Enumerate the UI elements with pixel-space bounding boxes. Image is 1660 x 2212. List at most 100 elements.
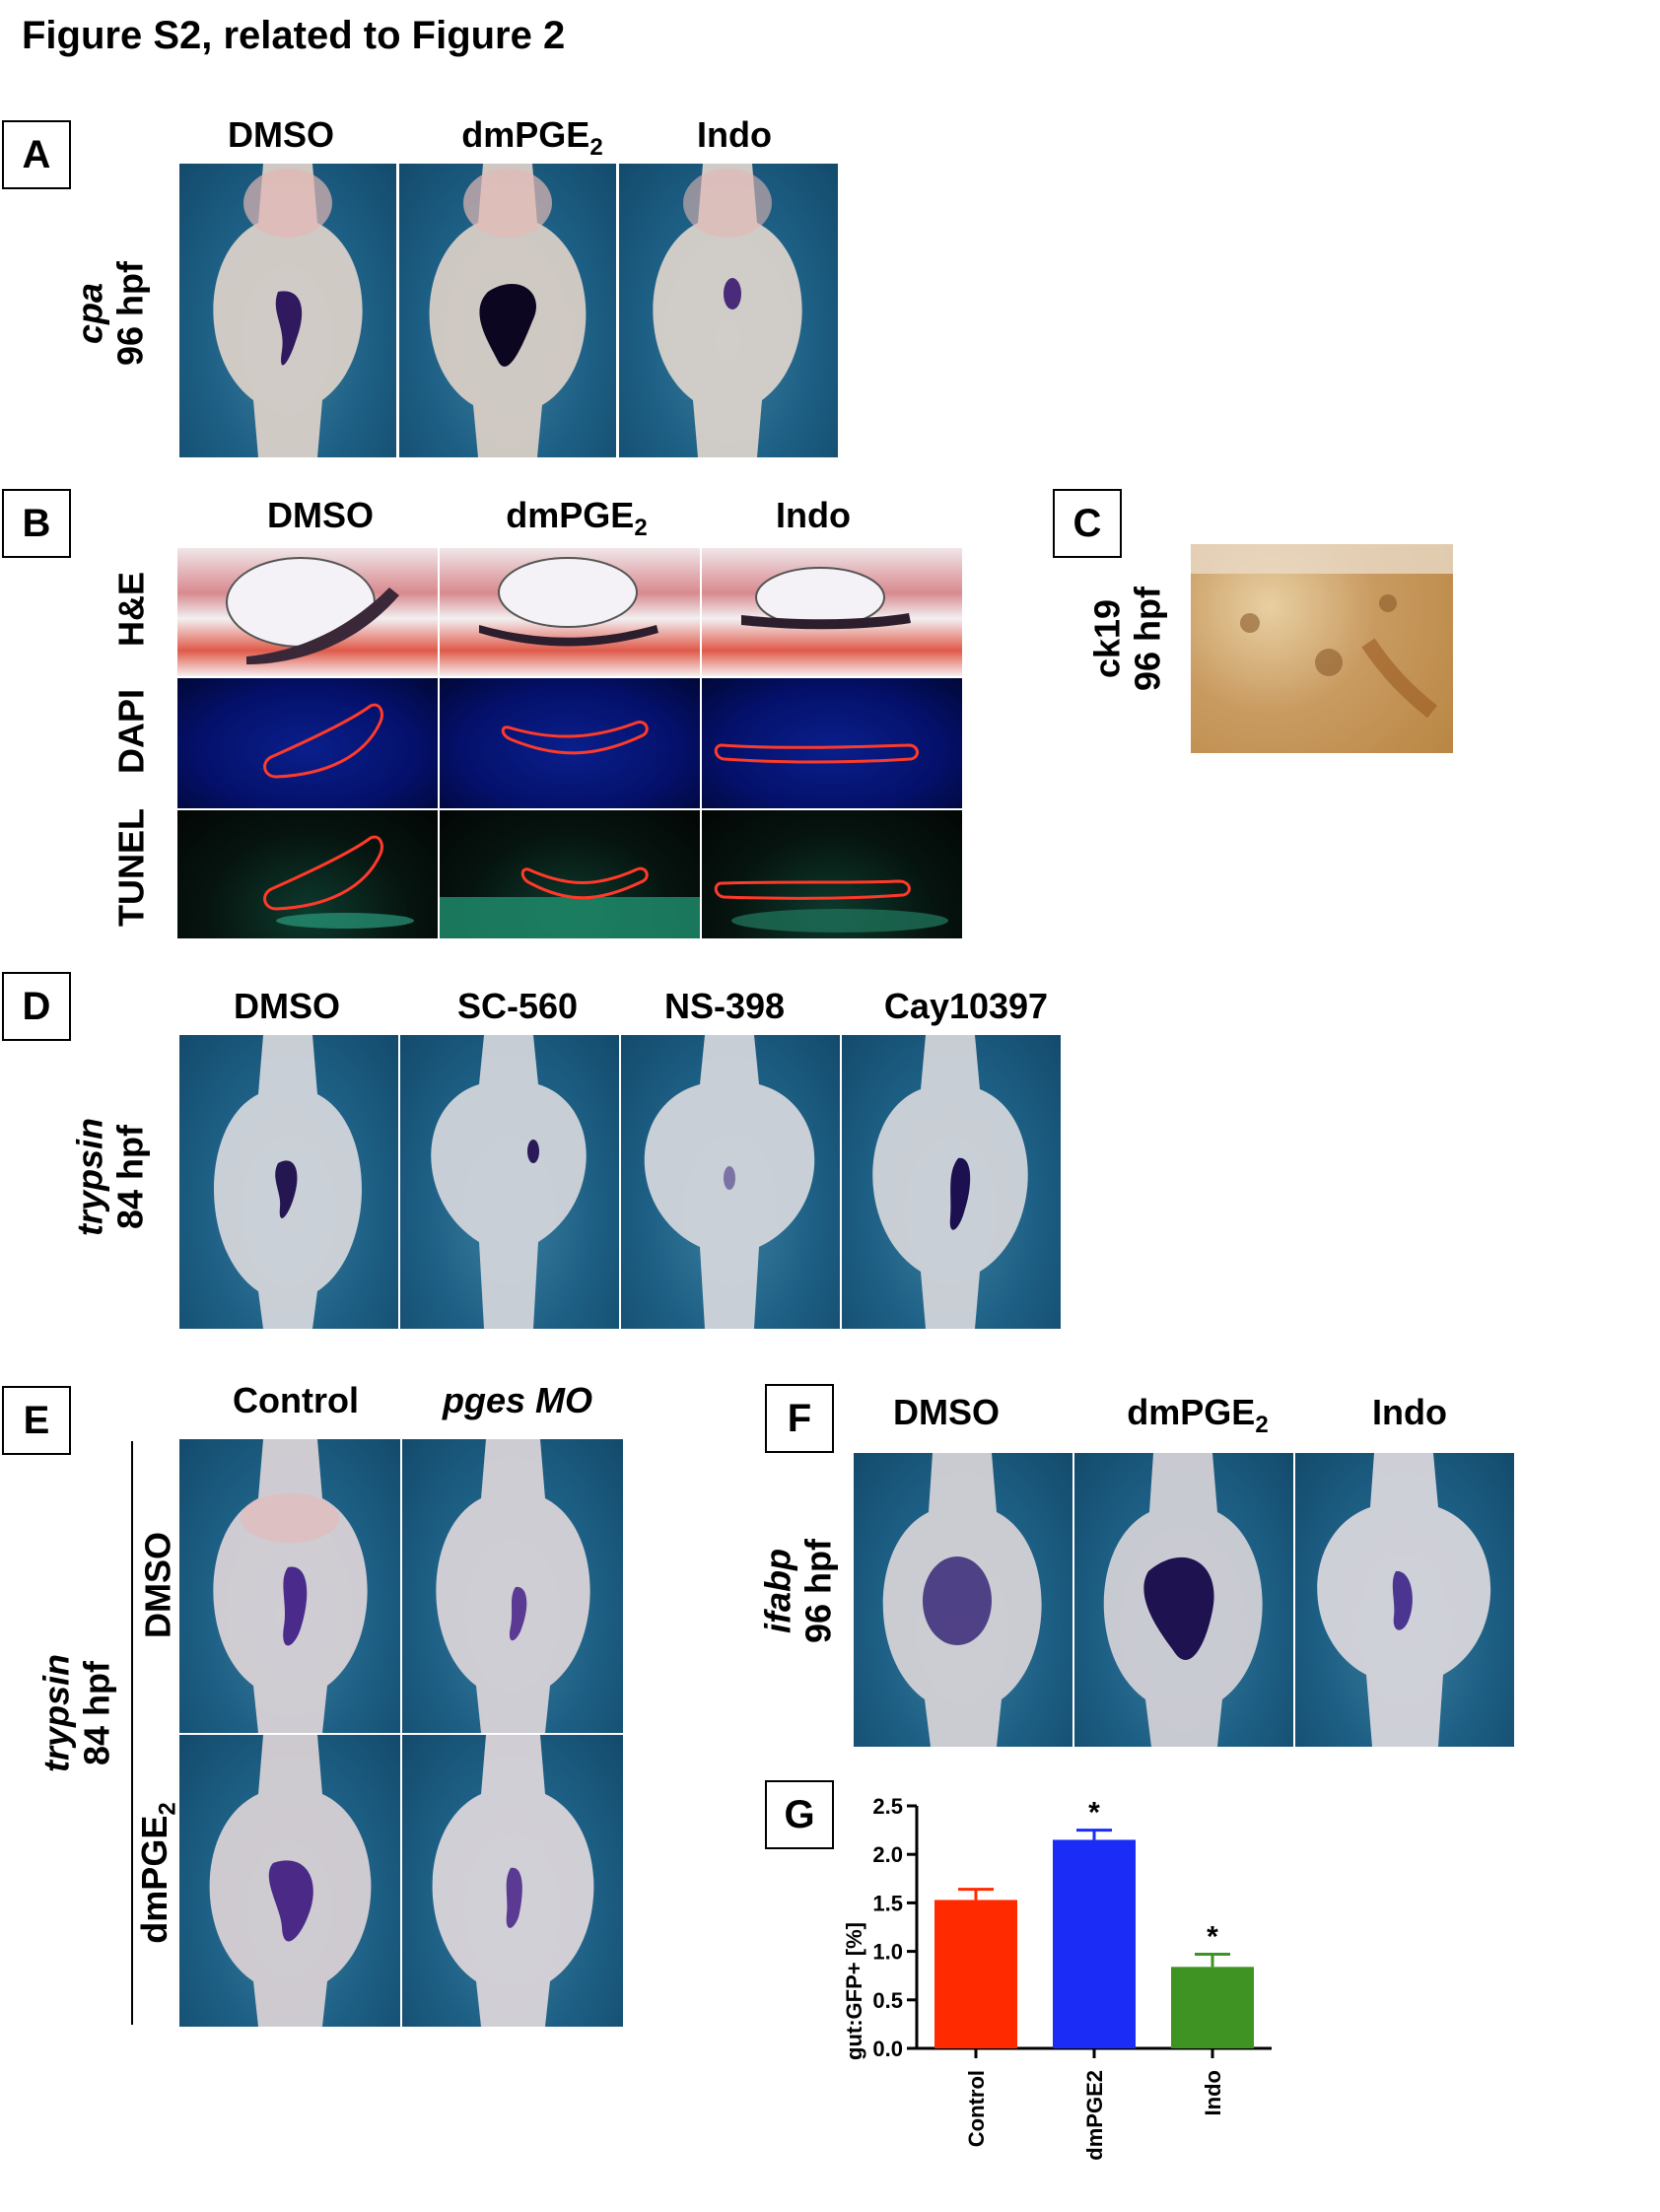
embryo-drawing (653, 164, 802, 457)
significance-marker: * (1088, 1797, 1100, 1830)
panel-b-label: B (2, 489, 71, 558)
panel-b-dapi-dmso (177, 678, 438, 808)
panel-f-col-dmso: DMSO (893, 1392, 1000, 1432)
embryo-drawing (432, 1735, 594, 2027)
panel-f-col-indo: Indo (1372, 1392, 1447, 1432)
panel-d-col-dmso: DMSO (234, 986, 340, 1026)
panel-b-dapi-indo (702, 678, 962, 808)
panel-a-image-indo (619, 164, 838, 457)
bar-indo (1171, 1967, 1254, 2048)
panel-e-label: E (2, 1386, 71, 1455)
embryo-drawing (209, 1735, 372, 2027)
panel-e-row-dmso: DMSO (137, 1532, 178, 1638)
panel-f-image-dmso (854, 1453, 1072, 1747)
outline-drawing (440, 866, 700, 938)
panel-e-row-divider (131, 1441, 133, 2025)
panel-b-tunel-dmso (177, 810, 438, 938)
embryo-drawing (436, 1439, 590, 1733)
panel-d-image-sc560 (400, 1035, 619, 1329)
embryo-drawing (213, 1439, 368, 1733)
figure-title: Figure S2, related to Figure 2 (22, 14, 566, 57)
embryo-drawing (214, 1035, 362, 1329)
panel-a-label: A (2, 120, 71, 189)
embryo-drawing (429, 164, 587, 457)
panel-c-label: C (1053, 489, 1122, 558)
panel-e-image-pges-dmpge2 (402, 1735, 623, 2027)
y-tick-label: 1.0 (872, 1940, 903, 1965)
panel-a-image-dmpge2 (399, 164, 616, 457)
panel-b-row-he: H&E (110, 571, 152, 648)
panel-b-col-indo: Indo (776, 495, 851, 535)
panel-d-col-ns398: NS-398 (663, 986, 786, 1026)
y-tick-label: 2.0 (872, 1842, 903, 1867)
panel-d-label: D (2, 972, 71, 1041)
bar-dmpge2 (1053, 1839, 1136, 2048)
x-tick-label: Control (964, 2070, 989, 2147)
panel-b-col-dmso: DMSO (267, 495, 374, 535)
panel-a-image-dmso (179, 164, 396, 457)
panel-d-col-sc560: SC-560 (456, 986, 579, 1026)
y-tick-label: 0.0 (872, 2037, 903, 2061)
histology-drawing (226, 557, 399, 664)
x-tick-label: Indo (1201, 2070, 1225, 2115)
panel-d-image-ns398 (621, 1035, 840, 1329)
panel-f-image-dmpge2 (1074, 1453, 1293, 1747)
y-tick-label: 0.5 (872, 1988, 903, 2013)
outline-drawing (714, 743, 919, 764)
panel-b-row-dapi: DAPI (110, 688, 152, 775)
histology-drawing (741, 567, 911, 630)
y-tick-label: 1.5 (872, 1891, 903, 1915)
outline-drawing (501, 721, 649, 755)
panel-a-col-dmso: DMSO (228, 114, 334, 155)
panel-a-col-indo: Indo (697, 114, 772, 155)
panel-d-image-dmso (179, 1035, 398, 1329)
embryo-drawing (872, 1035, 1028, 1329)
stain-drawing (1191, 544, 1453, 719)
panel-b-dapi-dmpge2 (440, 678, 700, 808)
panel-f-col-dmpge2: dmPGE2 (1127, 1392, 1269, 1439)
embryo-drawing (1317, 1453, 1491, 1747)
panel-b-tunel-indo (702, 810, 962, 938)
panel-d-col-cay10397: Cay10397 (883, 986, 1049, 1026)
panel-d-image-cay10397 (842, 1035, 1061, 1329)
panel-e-row-dmpge2: dmPGE2 (134, 1802, 181, 1944)
panel-b-he-dmso (177, 548, 438, 676)
panel-f-image-indo (1295, 1453, 1514, 1747)
panel-a-col-dmpge2: dmPGE2 (461, 114, 603, 162)
x-tick-label: dmPGE2 (1082, 2070, 1107, 2161)
panel-c-image-ck19 (1191, 544, 1453, 753)
embryo-drawing (213, 164, 363, 457)
outline-drawing (714, 879, 948, 933)
bar-control (934, 1900, 1017, 2048)
panel-f-label: F (765, 1384, 834, 1453)
embryo-drawing (644, 1035, 815, 1329)
panel-e-image-control-dmso (179, 1439, 400, 1733)
chart-y-axis-label: gut:GFP+ [%] (842, 1922, 866, 2060)
outline-drawing (263, 835, 414, 929)
panel-b-he-dmpge2 (440, 548, 700, 676)
panel-e-image-control-dmpge2 (179, 1735, 400, 2027)
panel-b-tunel-dmpge2 (440, 810, 700, 938)
panel-b-col-dmpge2: dmPGE2 (506, 495, 648, 542)
panel-e-image-pges-dmso (402, 1439, 623, 1733)
embryo-drawing (882, 1453, 1042, 1747)
chart-bars: ** (934, 1797, 1254, 2048)
panel-b-row-tunel: TUNEL (110, 808, 152, 927)
histology-drawing (479, 557, 658, 647)
outline-drawing (263, 703, 383, 779)
panel-b-he-indo (702, 548, 962, 676)
panel-e-col-control: Control (233, 1380, 359, 1420)
embryo-drawing (431, 1035, 587, 1329)
embryo-drawing (1103, 1453, 1263, 1747)
panel-g-label: G (765, 1780, 834, 1849)
panel-e-col-pges-mo: pges MO (442, 1380, 592, 1420)
significance-marker: * (1207, 1921, 1218, 1954)
y-tick-label: 2.5 (872, 1794, 903, 1819)
